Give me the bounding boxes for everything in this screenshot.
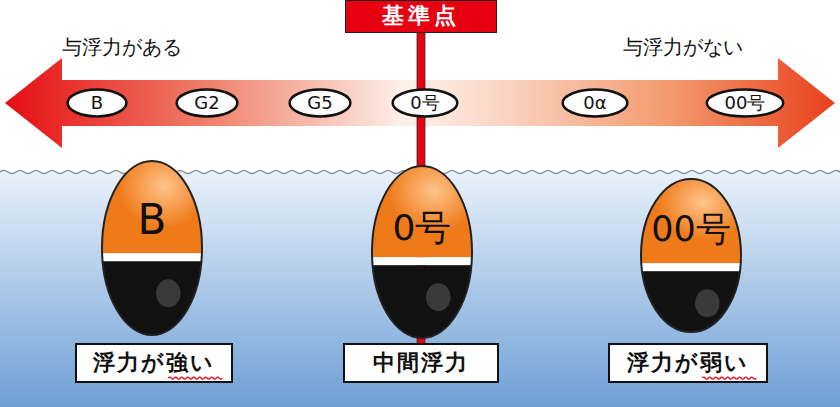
float-size-oval: G5 — [289, 89, 351, 117]
arrow-end-label: 与浮力がある — [62, 36, 182, 58]
node-text: 0α — [583, 93, 606, 113]
label-box: 浮力が強い — [75, 343, 233, 383]
float-illustration — [640, 178, 742, 333]
float-size-oval: 0号 — [392, 89, 458, 117]
label-box: 中間浮力 — [343, 343, 499, 383]
float-stripe — [101, 253, 203, 261]
float-size-oval: 0α — [562, 89, 628, 117]
float-highlight — [426, 283, 450, 311]
float-size-oval: 00号 — [706, 89, 784, 117]
float-highlight — [156, 279, 180, 307]
float-size-oval: G2 — [176, 89, 238, 117]
float-highlight — [695, 289, 719, 317]
arrow-end-label: 与浮力がない — [623, 36, 743, 58]
oval-shape — [563, 90, 628, 117]
float-orange — [640, 178, 742, 263]
node-text: 中間浮力 — [373, 351, 469, 375]
float-outline — [641, 179, 741, 332]
oval-shape — [177, 90, 238, 117]
node-text: 00号 — [725, 93, 766, 113]
float-mark: B — [138, 197, 167, 243]
float-black — [640, 271, 742, 407]
float-body: B — [101, 160, 203, 336]
float-mark: 00号 — [651, 210, 731, 249]
float-black — [371, 265, 473, 407]
oval-shape — [68, 90, 127, 117]
node-text: B — [91, 93, 103, 113]
float-body: 0号 — [371, 165, 473, 339]
float-illustration — [101, 160, 203, 336]
float-illustration — [371, 165, 473, 339]
float-outline — [372, 166, 472, 338]
reference-box: 基準点 — [345, 0, 497, 33]
label-box: 浮力が弱い — [608, 343, 768, 383]
oval-shape — [290, 90, 351, 117]
float-body: 00号 — [640, 178, 742, 333]
node-text: 浮力が強い — [93, 351, 215, 375]
wavy-underline-path — [702, 377, 756, 379]
float-size-oval: B — [67, 89, 127, 117]
node-text: G2 — [194, 93, 219, 113]
float-parts — [371, 165, 473, 407]
float-outline — [102, 161, 202, 335]
float-orange — [101, 160, 203, 253]
float-orange — [371, 165, 473, 257]
float-stripe — [371, 257, 473, 265]
float-stripe — [640, 263, 742, 271]
oval-shape — [393, 90, 458, 117]
oval-shape — [707, 90, 783, 117]
node-text: G5 — [307, 93, 332, 113]
node-text: 浮力が弱い — [627, 351, 749, 375]
node-text: 基準点 — [382, 4, 460, 28]
float-mark: 0号 — [393, 208, 452, 248]
node-text: 0号 — [410, 93, 439, 113]
wavy-underline-path — [168, 377, 222, 379]
